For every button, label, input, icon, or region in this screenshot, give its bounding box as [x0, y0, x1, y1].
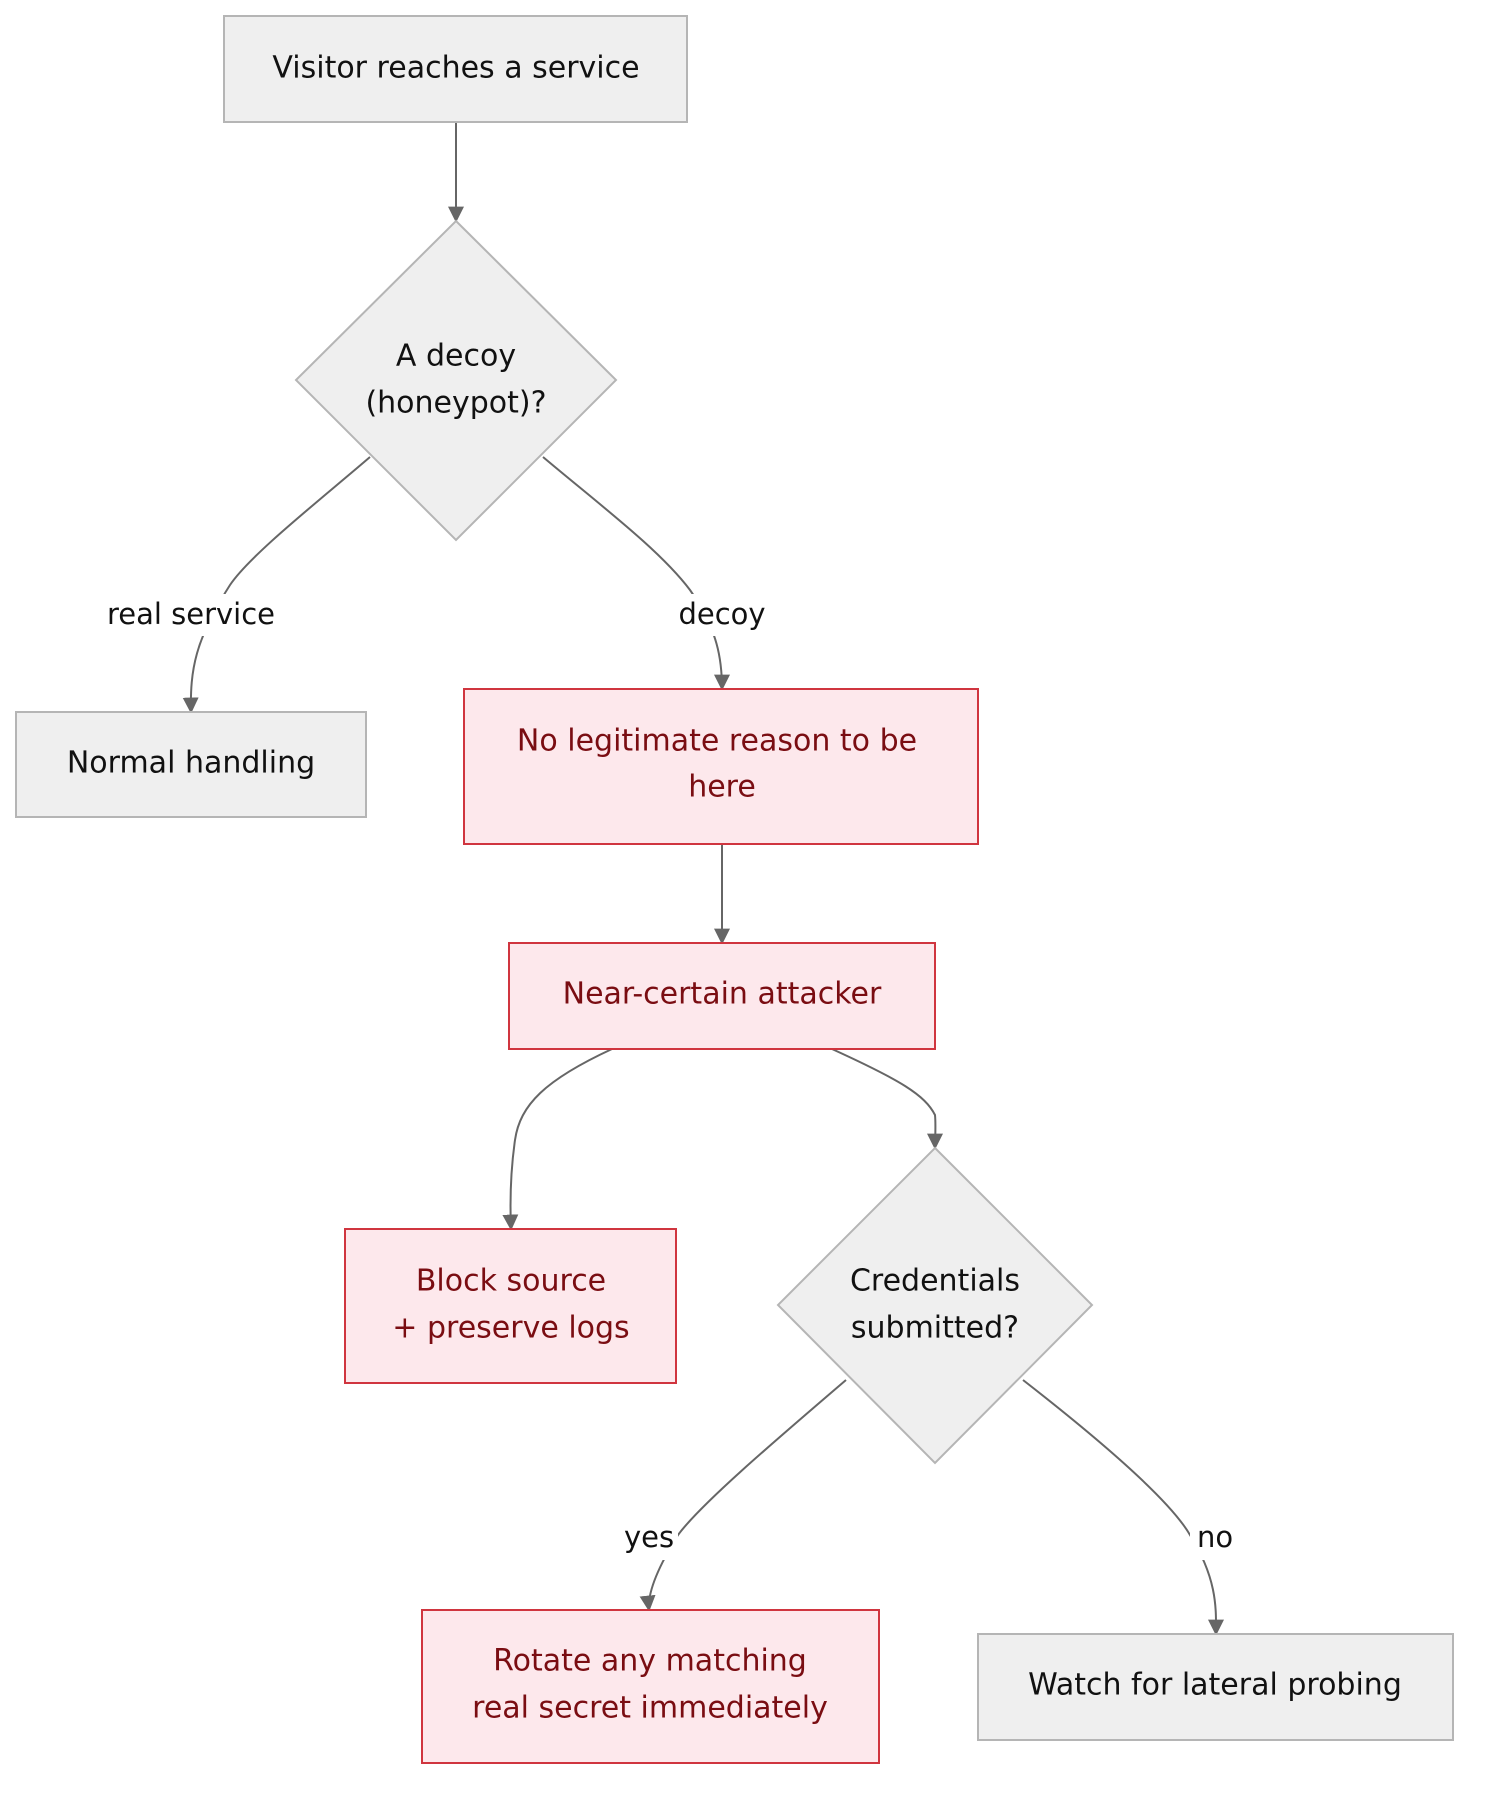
node-visitor-text: Visitor reaches a service [272, 51, 639, 86]
node-visitor-reaches-service: Visitor reaches a service [223, 15, 688, 123]
node-decoy-check: A decoy (honeypot)? [294, 219, 618, 542]
node-decoy-check-line1: A decoy [396, 339, 516, 374]
edge-label-no: no [1190, 1518, 1240, 1560]
node-decoy-check-line2: (honeypot)? [365, 386, 546, 421]
edge-label-yes-text: yes [624, 1520, 674, 1554]
edge-labels: real service decoy yes no [100, 594, 1240, 1560]
node-no-reason-line1: No legitimate reason to be [517, 724, 917, 759]
node-rotate-line1: Rotate any matching [493, 1644, 807, 1679]
edge-label-yes: yes [620, 1518, 678, 1560]
edges [182, 123, 1225, 1636]
node-rotate-line2: real secret immediately [472, 1691, 828, 1726]
node-watch-lateral-probing: Watch for lateral probing [977, 1633, 1454, 1741]
node-creds-line1: Credentials [850, 1264, 1020, 1299]
node-credentials-check: Credentials submitted? [776, 1146, 1094, 1465]
edge-creds-check-to-watch [1022, 1379, 1225, 1636]
edge-attacker-to-creds-check [831, 1048, 944, 1150]
edge-label-decoy: decoy [670, 594, 774, 636]
node-block-line1: Block source [416, 1264, 606, 1299]
node-attacker-text: Near-certain attacker [563, 977, 882, 1012]
edge-label-real-service-text: real service [107, 597, 275, 631]
node-watch-text: Watch for lateral probing [1028, 1668, 1402, 1703]
node-no-legitimate-reason: No legitimate reason to be here [463, 688, 979, 845]
edge-label-real-service: real service [100, 594, 282, 636]
node-block-line2: + preserve logs [392, 1311, 629, 1346]
edge-attacker-to-block [502, 1048, 613, 1231]
node-creds-line2: submitted? [851, 1311, 1019, 1346]
node-no-reason-line2: here [688, 770, 756, 805]
edge-creds-check-to-rotate [639, 1379, 847, 1612]
node-block-source: Block source + preserve logs [344, 1228, 677, 1384]
node-rotate-secret: Rotate any matching real secret immediat… [421, 1609, 880, 1764]
edge-label-decoy-text: decoy [678, 597, 765, 631]
edge-decoy-check-to-normal [182, 456, 371, 714]
node-normal-text: Normal handling [67, 746, 315, 781]
node-near-certain-attacker: Near-certain attacker [508, 942, 936, 1050]
node-normal-handling: Normal handling [15, 711, 367, 818]
edge-label-no-text: no [1197, 1520, 1233, 1554]
edge-decoy-check-to-no-reason [542, 456, 730, 691]
